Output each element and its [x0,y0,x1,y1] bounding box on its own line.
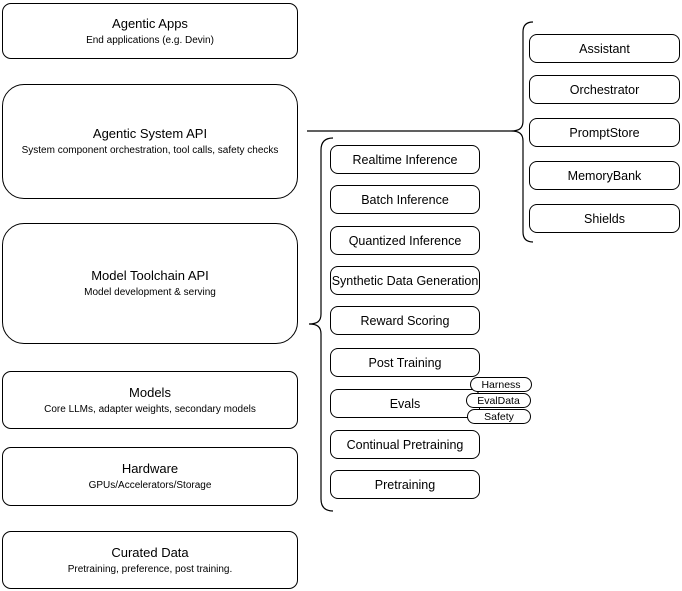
layer-title: Hardware [121,461,179,476]
eval-tag-safety: Safety [467,409,531,424]
node-label: Quantized Inference [348,233,462,248]
eval-tag-evaldata: EvalData [466,393,531,408]
pill-label: Safety [484,410,514,423]
layer-agentic-system-api: Agentic System API System component orch… [2,84,298,199]
node-label: Continual Pretraining [346,437,464,452]
toolchain-quantized-inference: Quantized Inference [330,226,480,255]
component-orchestrator: Orchestrator [529,75,680,104]
node-label: Synthetic Data Generation [331,273,479,288]
toolchain-batch-inference: Batch Inference [330,185,480,214]
layer-subtitle: GPUs/Accelerators/Storage [88,480,212,491]
layer-title: Agentic Apps [112,15,188,31]
node-label: Realtime Inference [352,152,458,167]
node-label: Reward Scoring [360,313,450,328]
layer-subtitle: System component orchestration, tool cal… [21,145,279,156]
toolchain-realtime-inference: Realtime Inference [330,145,480,174]
layer-title: Agentic System API [92,126,208,141]
toolchain-reward-scoring: Reward Scoring [330,306,480,335]
layer-title: Model Toolchain API [91,268,209,283]
toolchain-evals: Evals [330,389,480,418]
layer-subtitle: Model development & serving [84,287,216,298]
node-label: Assistant [579,41,630,56]
component-memorybank: MemoryBank [529,161,680,190]
layer-subtitle: End applications (e.g. Devin) [86,34,214,46]
node-label: Orchestrator [569,82,640,97]
node-label: Pretraining [374,477,436,492]
node-label: Batch Inference [361,192,449,207]
layer-subtitle: Core LLMs, adapter weights, secondary mo… [44,403,256,415]
layer-hardware: Hardware GPUs/Accelerators/Storage [2,447,298,506]
toolchain-post-training: Post Training [330,348,480,377]
node-label: Post Training [368,355,442,370]
layer-agentic-apps: Agentic Apps End applications (e.g. Devi… [2,3,298,59]
layer-curated-data: Curated Data Pretraining, preference, po… [2,531,298,589]
toolchain-synthetic-data-generation: Synthetic Data Generation [330,266,480,295]
layer-model-toolchain-api: Model Toolchain API Model development & … [2,223,298,344]
pill-label: EvalData [477,394,520,407]
toolchain-pretraining: Pretraining [330,470,480,499]
component-assistant: Assistant [529,34,680,63]
component-shields: Shields [529,204,680,233]
layer-title: Curated Data [111,544,189,560]
component-promptstore: PromptStore [529,118,680,147]
layer-models: Models Core LLMs, adapter weights, secon… [2,371,298,429]
pill-label: Harness [481,378,521,391]
toolchain-continual-pretraining: Continual Pretraining [330,430,480,459]
node-label: Shields [584,211,625,226]
eval-tag-harness: Harness [470,377,532,392]
layer-subtitle: Pretraining, preference, post training. [67,563,233,575]
layer-title: Models [129,384,171,400]
node-label: Evals [389,396,421,411]
node-label: PromptStore [569,125,640,140]
node-label: MemoryBank [567,168,642,183]
